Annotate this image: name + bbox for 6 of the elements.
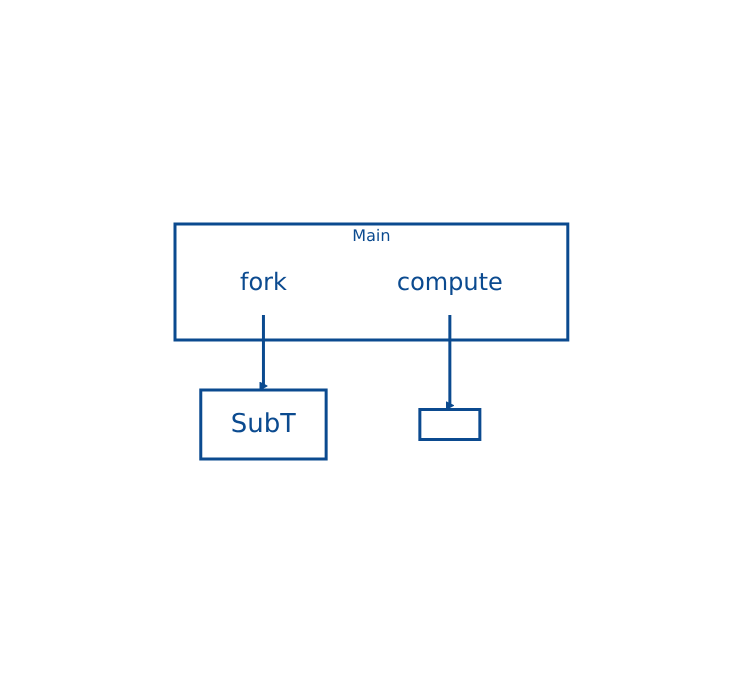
arrow — [445, 314, 454, 410]
arrow — [258, 314, 268, 390]
node-box: SubT — [198, 388, 328, 460]
node-text: compute — [396, 268, 502, 296]
node-box — [418, 408, 481, 441]
node-text: fork — [240, 268, 286, 296]
